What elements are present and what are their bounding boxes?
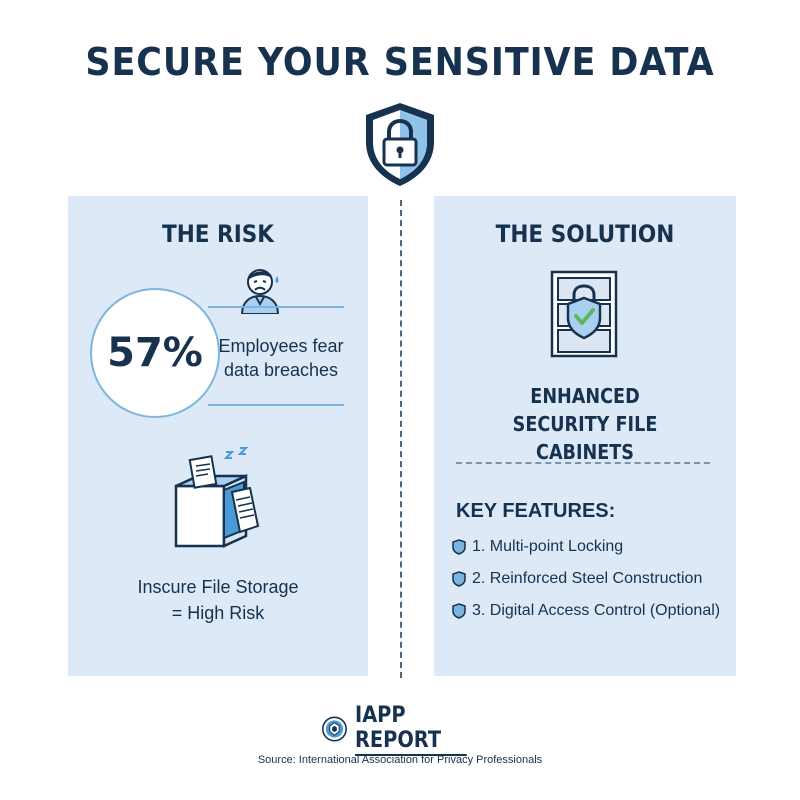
solution-panel: THE SOLUTION ENHANCED SECURITY FILE CABI… — [434, 196, 736, 676]
risk-panel: THE RISK 57% Employees fear data breache… — [68, 196, 368, 676]
open-file-box-icon — [168, 442, 280, 559]
center-divider — [400, 200, 402, 678]
risk-caption: Inscure File Storage = High Risk — [68, 574, 368, 626]
secure-cabinet-icon — [548, 268, 620, 365]
stat-line-bottom — [208, 404, 344, 406]
features-heading: KEY FEATURES: — [456, 500, 616, 522]
stat-value: 57% — [90, 288, 220, 418]
feature-label: 2. Reinforced Steel Construction — [472, 570, 703, 587]
solution-caption: ENHANCED SECURITY FILE CABINETS — [452, 382, 718, 466]
feature-item: 3. Digital Access Control (Optional) — [452, 602, 720, 620]
worried-person-icon — [236, 262, 284, 319]
shield-lock-icon — [360, 100, 440, 188]
solution-separator — [456, 462, 710, 464]
feature-label: 3. Digital Access Control (Optional) — [472, 602, 721, 619]
shield-bullet-icon — [452, 539, 466, 555]
footer-logo: IAPP REPORT — [322, 703, 482, 756]
footer-report-label: IAPP REPORT — [354, 703, 467, 756]
solution-heading: THE SOLUTION — [495, 220, 675, 248]
risk-caption-text: Inscure File Storage = High Risk — [137, 577, 299, 623]
feature-item: 2. Reinforced Steel Construction — [452, 570, 702, 588]
risk-heading: THE RISK — [161, 220, 275, 248]
shield-bullet-icon — [452, 603, 466, 619]
source-citation: Source: International Association for Pr… — [257, 754, 543, 766]
shield-bullet-icon — [452, 571, 466, 587]
feature-item: 1. Multi-point Locking — [452, 538, 623, 556]
feature-label: 1. Multi-point Locking — [472, 538, 624, 555]
stat-description: Employees fear data breaches — [218, 336, 344, 380]
stat-line-top — [208, 306, 344, 308]
iapp-logo-icon — [322, 716, 347, 742]
page-title: SECURE YOUR SENSITIVE DATA — [85, 40, 715, 84]
solution-caption-text: ENHANCED SECURITY FILE CABINETS — [512, 384, 658, 464]
